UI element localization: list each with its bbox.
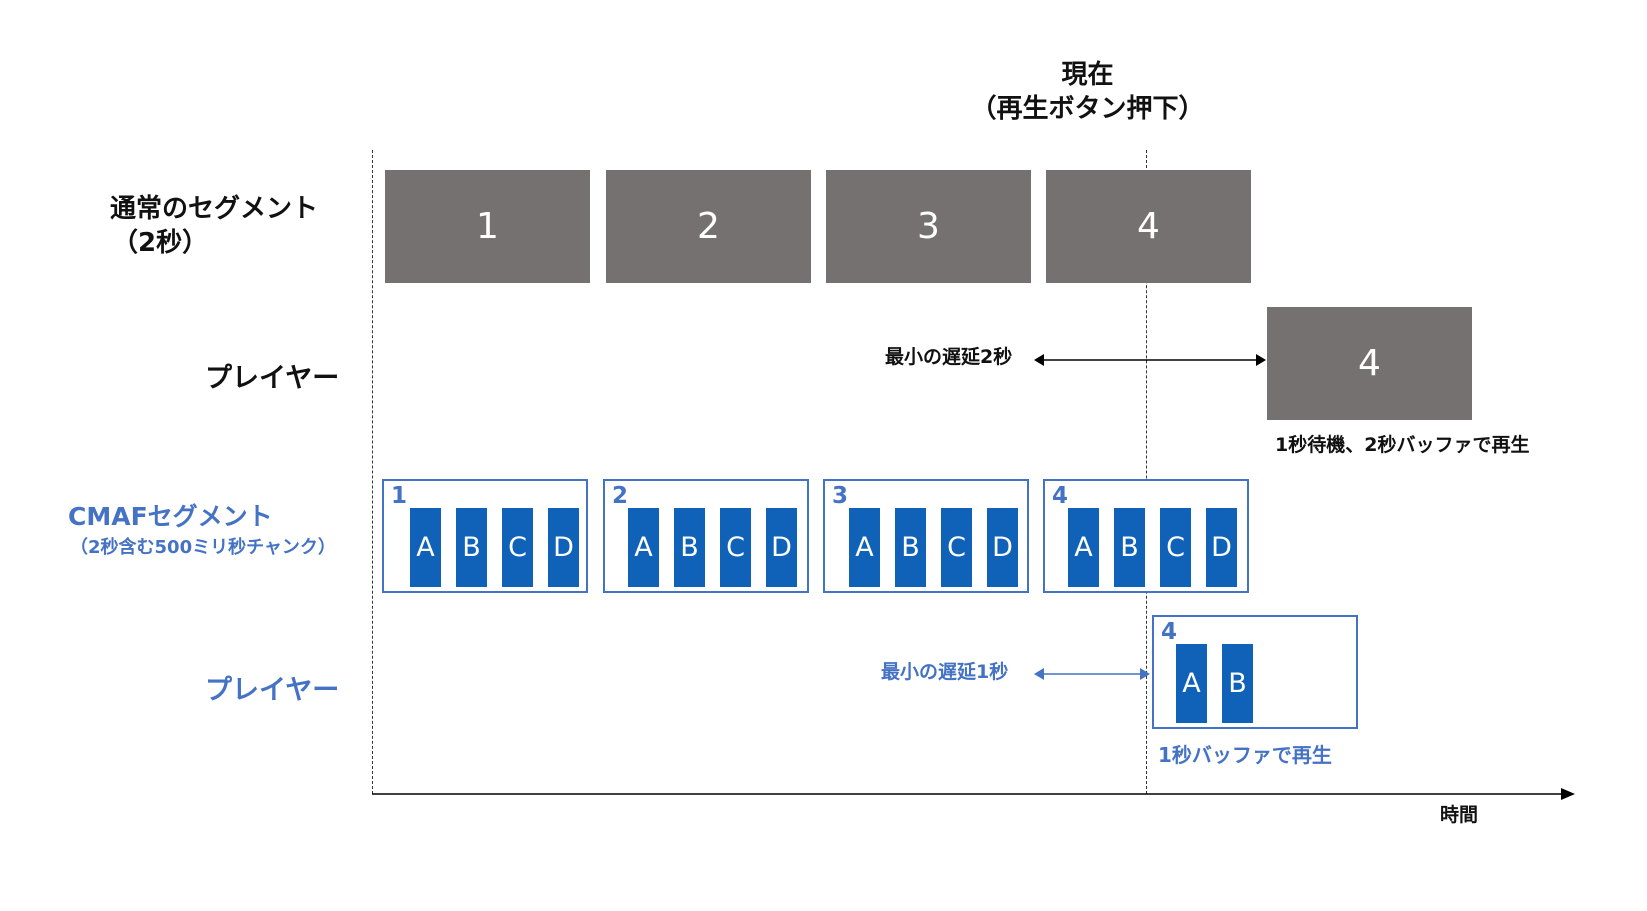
chunk: B <box>1114 508 1145 587</box>
player-normal-caption: 1秒待機、2秒バッファで再生 <box>1275 434 1530 456</box>
chunk: A <box>849 508 880 587</box>
row-label-player-cmaf: プレイヤー <box>205 675 340 706</box>
now-label: 現在 （再生ボタン押下） <box>960 58 1215 126</box>
cmaf-segment-number: 3 <box>832 483 849 509</box>
chunk: A <box>1176 644 1207 723</box>
normal-segment-1: 1 <box>385 170 590 283</box>
player-cmaf-segment-number: 4 <box>1161 619 1178 645</box>
chunk: B <box>674 508 705 587</box>
row-label-cmaf-segment-line1: CMAFセグメント <box>68 502 273 531</box>
chunk: D <box>987 508 1018 587</box>
time-axis <box>372 788 1575 800</box>
chunk: B <box>1222 644 1253 723</box>
latency-label-normal: 最小の遅延2秒 <box>885 346 1013 368</box>
cmaf-segment-number: 1 <box>391 483 408 509</box>
normal-segment-3: 3 <box>826 170 1031 283</box>
row-label-normal-segment-line2: （2秒） <box>112 228 209 258</box>
chunk: C <box>1160 508 1191 587</box>
now-label-line1: 現在 <box>1061 60 1114 90</box>
player-normal-segment: 4 <box>1267 307 1472 420</box>
chunk: B <box>895 508 926 587</box>
cmaf-segment-1: 1 A B C D <box>382 479 588 593</box>
row-label-player-normal: プレイヤー <box>205 363 340 394</box>
chunk: C <box>941 508 972 587</box>
chunk: A <box>1068 508 1099 587</box>
cmaf-segment-4: 4 A B C D <box>1043 479 1249 593</box>
row-label-normal-segment: 通常のセグメント （2秒） <box>110 192 318 260</box>
chunk: C <box>502 508 533 587</box>
latency-arrow-cmaf <box>1034 668 1150 680</box>
start-dashed-line <box>372 150 373 794</box>
chunk: D <box>766 508 797 587</box>
now-dashed-line <box>1146 150 1147 794</box>
player-cmaf-caption: 1秒バッファで再生 <box>1158 743 1332 767</box>
time-axis-label: 時間 <box>1440 804 1479 826</box>
normal-segment-2: 2 <box>606 170 811 283</box>
cmaf-segment-number: 2 <box>612 483 629 509</box>
normal-segment-4: 4 <box>1046 170 1251 283</box>
chunk: D <box>548 508 579 587</box>
latency-arrow-normal <box>1034 354 1266 366</box>
chunk: B <box>456 508 487 587</box>
row-label-normal-segment-line1: 通常のセグメント <box>110 194 319 224</box>
cmaf-segment-2: 2 A B C D <box>603 479 809 593</box>
chunk: A <box>410 508 441 587</box>
chunk: A <box>628 508 659 587</box>
row-label-cmaf-segment-line2: （2秒含む500ミリ秒チャンク） <box>70 537 336 558</box>
chunk: C <box>720 508 751 587</box>
latency-label-cmaf: 最小の遅延1秒 <box>881 661 1009 683</box>
cmaf-segment-number: 4 <box>1052 483 1069 509</box>
cmaf-segment-3: 3 A B C D <box>823 479 1029 593</box>
player-cmaf-segment: 4 A B <box>1152 615 1358 729</box>
chunk: D <box>1206 508 1237 587</box>
now-label-line2: （再生ボタン押下） <box>970 94 1205 124</box>
row-label-cmaf-segment: CMAFセグメント （2秒含む500ミリ秒チャンク） <box>68 501 336 563</box>
